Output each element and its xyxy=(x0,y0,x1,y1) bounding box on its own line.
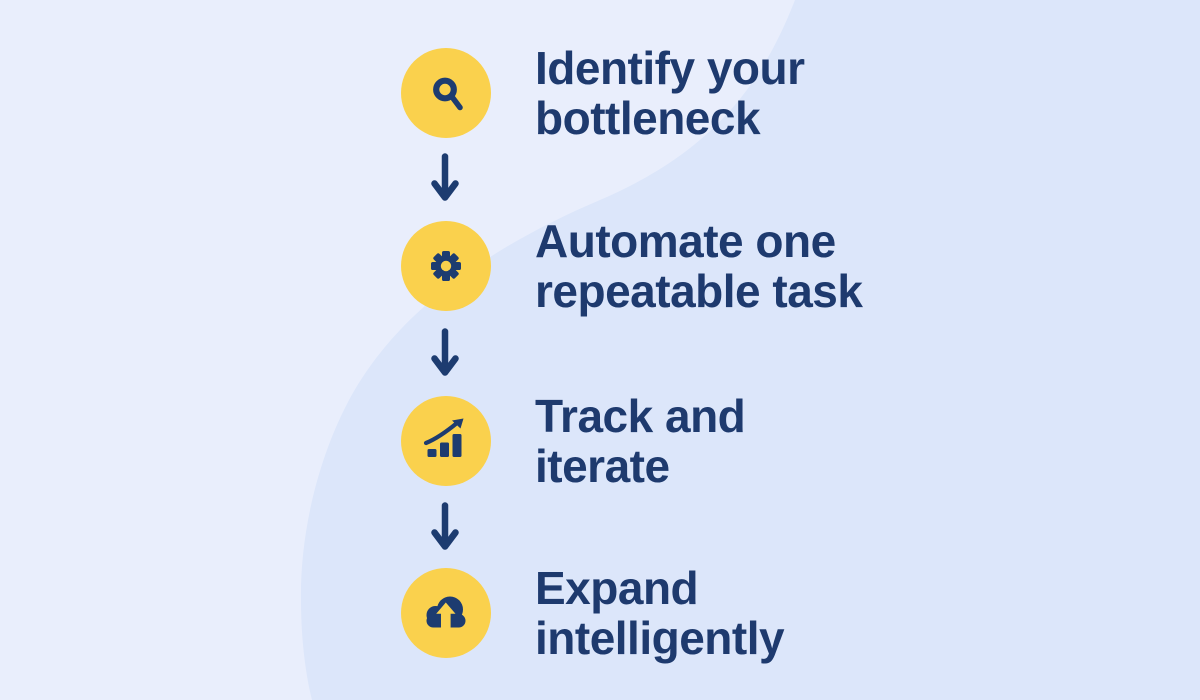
step-3-icon-circle xyxy=(401,396,491,486)
step-track-iterate: Track and iterate xyxy=(401,391,746,491)
step-3-label: Track and iterate xyxy=(535,390,746,492)
step-3-label-line1: Track and xyxy=(535,390,746,442)
step-2-label: Automate one repeatable task xyxy=(535,215,863,317)
step-2-icon-circle xyxy=(401,221,491,311)
step-expand-intelligently: Expand intelligently xyxy=(401,563,785,663)
step-identify-bottleneck: Identify your bottleneck xyxy=(401,43,805,143)
step-1-label-line2: bottleneck xyxy=(535,92,761,144)
down-arrow-icon xyxy=(431,502,459,550)
cloud-upload-icon xyxy=(426,596,466,628)
step-1-icon-circle xyxy=(401,48,491,138)
step-2-label-line2: repeatable task xyxy=(535,265,863,317)
step-4-label-line2: intelligently xyxy=(535,612,785,664)
step-1-label-line1: Identify your xyxy=(535,42,805,94)
down-arrow-icon xyxy=(431,328,459,376)
step-4-label-line1: Expand xyxy=(535,562,699,614)
gear-icon xyxy=(431,251,461,281)
chart-growth-icon xyxy=(423,418,464,457)
step-3-label-line2: iterate xyxy=(535,440,670,492)
step-4-label: Expand intelligently xyxy=(535,562,785,664)
down-arrow-icon xyxy=(431,153,459,201)
step-2-label-line1: Automate one xyxy=(535,215,836,267)
step-automate-task: Automate one repeatable task xyxy=(401,216,863,316)
step-1-label: Identify your bottleneck xyxy=(535,43,805,143)
search-icon xyxy=(433,77,463,111)
step-4-icon-circle xyxy=(401,568,491,658)
